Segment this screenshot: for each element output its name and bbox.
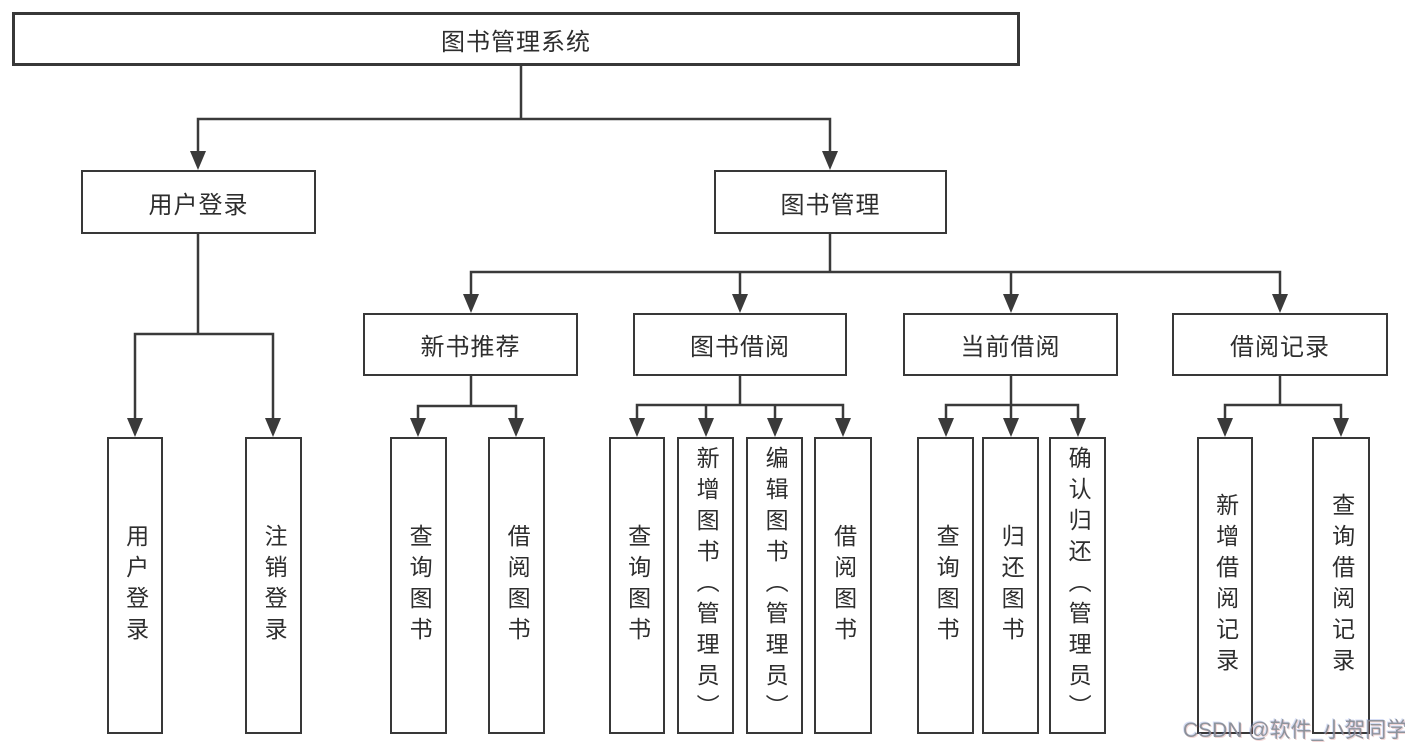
node-leaf-query-borrow-record: 查询借阅记录: [1312, 437, 1370, 734]
node-book-management: 图书管理: [714, 170, 947, 234]
node-leaf-add-borrow-record: 新增借阅记录: [1197, 437, 1253, 734]
arrowhead: [732, 294, 748, 313]
node-new-book-recommendation-label: 新书推荐: [420, 334, 521, 361]
arrowhead: [265, 418, 281, 437]
node-leaf-confirm-return-admin: 确认归还（管理员）: [1049, 437, 1106, 734]
arrowhead: [410, 418, 426, 437]
connector-root: [196, 64, 832, 155]
connector-user-login: [133, 232, 275, 422]
arrowhead: [463, 294, 479, 313]
node-leaf-query-books-borrowing: 查询图书: [609, 437, 665, 734]
node-library-system-label: 图书管理系统: [441, 28, 591, 56]
arrowhead: [1333, 418, 1349, 437]
node-current-borrowing-label: 当前借阅: [960, 334, 1061, 361]
arrowhead: [822, 151, 838, 170]
node-leaf-user-login-label: 用户登录: [122, 523, 149, 648]
node-book-borrowing: 图书借阅: [633, 313, 847, 376]
node-book-borrowing-label: 图书借阅: [690, 334, 790, 361]
arrowhead: [190, 151, 206, 170]
node-library-system: 图书管理系统: [12, 12, 1020, 66]
arrowhead: [767, 418, 783, 437]
node-leaf-borrow-books-recommend: 借阅图书: [488, 437, 545, 734]
arrowhead: [938, 418, 954, 437]
node-leaf-user-login: 用户登录: [107, 437, 163, 734]
node-leaf-query-borrow-record-label: 查询借阅记录: [1328, 492, 1355, 679]
node-leaf-borrow-books-recommend-label: 借阅图书: [504, 523, 531, 648]
arrowhead: [835, 418, 851, 437]
node-leaf-query-books-recommend-label: 查询图书: [406, 523, 433, 648]
arrowhead: [698, 418, 714, 437]
node-new-book-recommendation: 新书推荐: [363, 313, 578, 376]
arrowheads: [127, 151, 1349, 437]
node-book-management-label: 图书管理: [780, 191, 881, 219]
arrowhead: [1070, 418, 1086, 437]
node-leaf-edit-books-admin: 编辑图书（管理员）: [746, 437, 803, 734]
arrowhead: [127, 418, 143, 437]
node-leaf-query-books-borrowing-label: 查询图书: [624, 523, 651, 648]
node-user-login: 用户登录: [81, 170, 316, 234]
node-user-login-label: 用户登录: [148, 191, 249, 219]
node-leaf-logout-label: 注销登录: [261, 523, 288, 648]
connector-records: [1223, 374, 1343, 422]
arrowhead: [1003, 294, 1019, 313]
connector-borrowing: [635, 374, 845, 422]
node-borrowing-records: 借阅记录: [1172, 313, 1388, 376]
arrowhead: [629, 418, 645, 437]
node-leaf-query-books-recommend: 查询图书: [390, 437, 447, 734]
arrowhead: [1217, 418, 1233, 437]
node-leaf-add-borrow-record-label: 新增借阅记录: [1212, 492, 1239, 679]
node-leaf-query-books-current-label: 查询图书: [933, 523, 960, 648]
connector-book-management: [469, 232, 1282, 298]
node-leaf-query-books-current: 查询图书: [917, 437, 974, 734]
arrowhead: [1003, 418, 1019, 437]
node-current-borrowing: 当前借阅: [903, 313, 1118, 376]
node-leaf-logout: 注销登录: [245, 437, 302, 734]
node-leaf-edit-books-admin-label: 编辑图书（管理员）: [762, 446, 789, 725]
connector-new-book: [416, 374, 518, 422]
node-leaf-borrow-books-label: 借阅图书: [830, 523, 857, 648]
node-leaf-add-books-admin: 新增图书（管理员）: [677, 437, 734, 734]
node-leaf-confirm-return-admin-label: 确认归还（管理员）: [1065, 446, 1092, 725]
arrowhead: [1272, 294, 1288, 313]
node-borrowing-records-label: 借阅记录: [1230, 334, 1330, 361]
connector-current: [944, 374, 1080, 422]
watermark: CSDN @软件_小贺同学: [1183, 719, 1405, 742]
node-leaf-add-books-admin-label: 新增图书（管理员）: [693, 446, 720, 725]
node-leaf-borrow-books: 借阅图书: [814, 437, 872, 734]
node-leaf-return-books-label: 归还图书: [998, 523, 1025, 648]
node-leaf-return-books: 归还图书: [982, 437, 1039, 734]
arrowhead: [508, 418, 524, 437]
